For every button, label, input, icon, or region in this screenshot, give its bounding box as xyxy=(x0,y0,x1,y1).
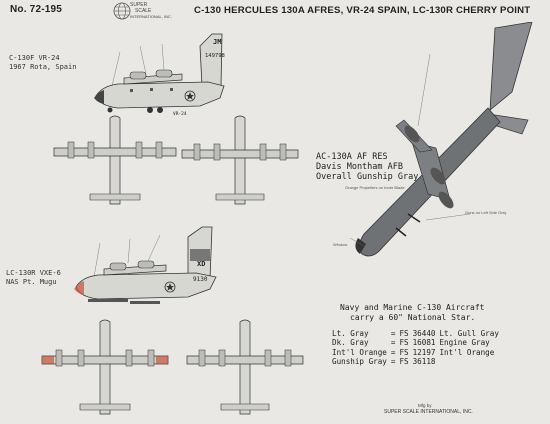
brand-logo: SUPER SCALE INTERNATIONAL, INC. xyxy=(113,1,177,21)
c130f-top-view xyxy=(53,115,177,205)
color-name-cell: Int'l Orange xyxy=(332,347,387,357)
color-name-cell: Dk. Gray xyxy=(332,338,369,348)
logo-line-3: INTERNATIONAL, INC. xyxy=(130,14,172,19)
color-fs-cell: FS xyxy=(399,347,409,357)
globe-logo-icon xyxy=(113,2,131,20)
lc130r-side-view xyxy=(74,226,217,304)
color-fs-cell: FS xyxy=(399,329,409,338)
ac130a-note-guns: Guns on Left Side Only xyxy=(465,210,507,215)
color-fs-cell: FS xyxy=(399,338,409,348)
color-code-cell: 36118 xyxy=(412,356,436,366)
color-fs-cell: FS xyxy=(399,356,409,366)
color-eq-cell: = xyxy=(390,356,396,366)
color-desc-cell: Lt. Gull Gray xyxy=(439,329,499,338)
c130f-tail-code: JM xyxy=(213,38,222,46)
national-star-note-2: carry a 60" National Star. xyxy=(350,313,476,322)
logo-line-2: SCALE xyxy=(135,8,152,14)
c130f-bottom-view xyxy=(181,115,299,205)
lc130r-top-view xyxy=(41,319,169,415)
color-name-cell: Lt. Gray xyxy=(332,329,369,338)
lc130r-caption-1: LC-130R VXE-6 xyxy=(6,269,61,277)
c130f-side-view xyxy=(94,33,225,113)
color-code-cell: 16081 xyxy=(412,338,436,348)
c130f-caption-2: 1967 Rota, Spain xyxy=(9,63,77,71)
color-eq-cell: = xyxy=(390,347,396,357)
color-eq-cell: = xyxy=(390,338,396,348)
color-desc-cell: Engine Gray xyxy=(439,338,490,348)
ac130a-note-window: Window xyxy=(333,242,348,247)
color-code-cell: 36440 xyxy=(412,329,436,338)
ac130a-gunship-view xyxy=(349,22,533,257)
color-desc-cell xyxy=(439,357,502,366)
footer-mfg-line: Mfg by xyxy=(418,403,432,408)
c130f-fuselage-text: VR-24 xyxy=(173,112,187,117)
national-star-note-1: Navy and Marine C-130 Aircraft xyxy=(340,303,485,312)
sheet-number: No. 72-195 xyxy=(10,4,63,15)
ac130a-note-propellers: Orange Propellers on Inner Blade xyxy=(345,185,405,190)
ac130a-caption-3: Overall Gunship Gray xyxy=(316,172,419,182)
color-code-cell: 12197 xyxy=(412,347,436,357)
ac130a-caption-2: Davis Montham AFB xyxy=(316,162,403,172)
color-eq-cell: = xyxy=(390,329,396,338)
sheet-title: C-130 HERCULES 130A AFRES, VR-24 SPAIN, … xyxy=(194,5,531,16)
color-name-cell: Gunship Gray xyxy=(332,356,387,366)
ac130a-caption-1: AC-130A AF RES xyxy=(316,152,388,162)
lc130r-serial: 9130 xyxy=(193,276,208,283)
lc130r-tail-code: XD xyxy=(197,260,206,268)
c130f-serial: 149798 xyxy=(205,53,225,59)
footer-company: SUPER SCALE INTERNATIONAL, INC. xyxy=(384,409,473,415)
c130f-caption-1: C-130F VR-24 xyxy=(9,54,60,62)
lc130r-caption-2: NAS Pt. Mugu xyxy=(6,278,57,286)
lc130r-bottom-view xyxy=(186,319,304,415)
logo-line-1: SUPER xyxy=(130,2,148,8)
color-desc-cell: Int'l Orange xyxy=(439,347,495,357)
